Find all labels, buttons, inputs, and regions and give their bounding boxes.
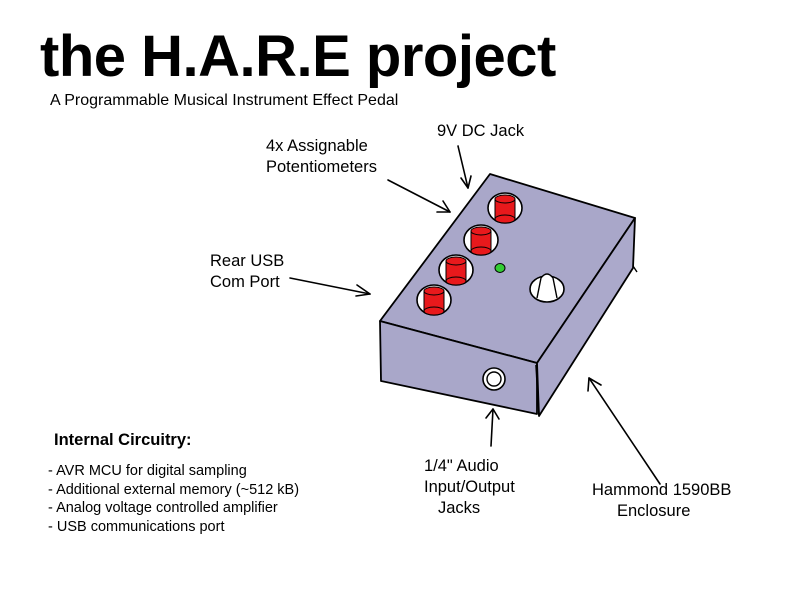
label-potentiometers-line2: Potentiometers — [266, 158, 377, 176]
label-audio-line2: Input/Output — [424, 478, 515, 496]
page-title: the H.A.R.E project — [40, 24, 556, 89]
footswitch — [529, 273, 565, 303]
arrow-potentiometers — [387, 179, 451, 213]
arrow-usb-port — [289, 277, 371, 295]
potentiometer-knob-1 — [487, 192, 523, 224]
potentiometer-knob-3 — [438, 254, 474, 286]
internal-circuitry-list: AVR MCU for digital sampling Additional … — [48, 462, 299, 536]
label-potentiometers-line1: 4x Assignable — [266, 137, 368, 155]
label-audio-line1: 1/4" Audio — [424, 457, 499, 475]
circuitry-item-mcu: AVR MCU for digital sampling — [48, 462, 299, 481]
arrow-dc-jack — [457, 145, 469, 189]
label-dc-jack: 9V DC Jack — [437, 122, 525, 140]
audio-jack — [482, 367, 506, 391]
status-led — [494, 263, 506, 273]
label-usb-line2: Com Port — [210, 273, 280, 291]
label-audio-jacks: 1/4" Audio Input/Output Jacks — [424, 456, 515, 519]
label-audio-line3: Jacks — [438, 499, 481, 517]
enclosure-front-face — [379, 320, 538, 415]
page-subtitle: A Programmable Musical Instrument Effect… — [50, 92, 399, 109]
label-usb-port: Rear USB Com Port — [210, 251, 284, 293]
arrow-enclosure — [588, 377, 661, 485]
label-enclosure-line2: Enclosure — [617, 502, 691, 520]
internal-circuitry-heading: Internal Circuitry: — [54, 431, 192, 449]
circuitry-item-usb: USB communications port — [48, 518, 299, 537]
potentiometer-knob-4 — [416, 284, 452, 316]
circuitry-item-memory: Additional external memory (~512 kB) — [48, 481, 299, 500]
label-usb-line1: Rear USB — [210, 252, 285, 270]
arrow-audio-jacks — [490, 408, 494, 447]
potentiometer-knob-2 — [463, 224, 499, 256]
label-enclosure: Hammond 1590BB Enclosure — [592, 480, 731, 522]
circuitry-item-amplifier: Analog voltage controlled amplifier — [48, 499, 299, 518]
label-potentiometers: 4x Assignable Potentiometers — [266, 136, 377, 178]
label-enclosure-line1: Hammond 1590BB — [592, 481, 732, 499]
